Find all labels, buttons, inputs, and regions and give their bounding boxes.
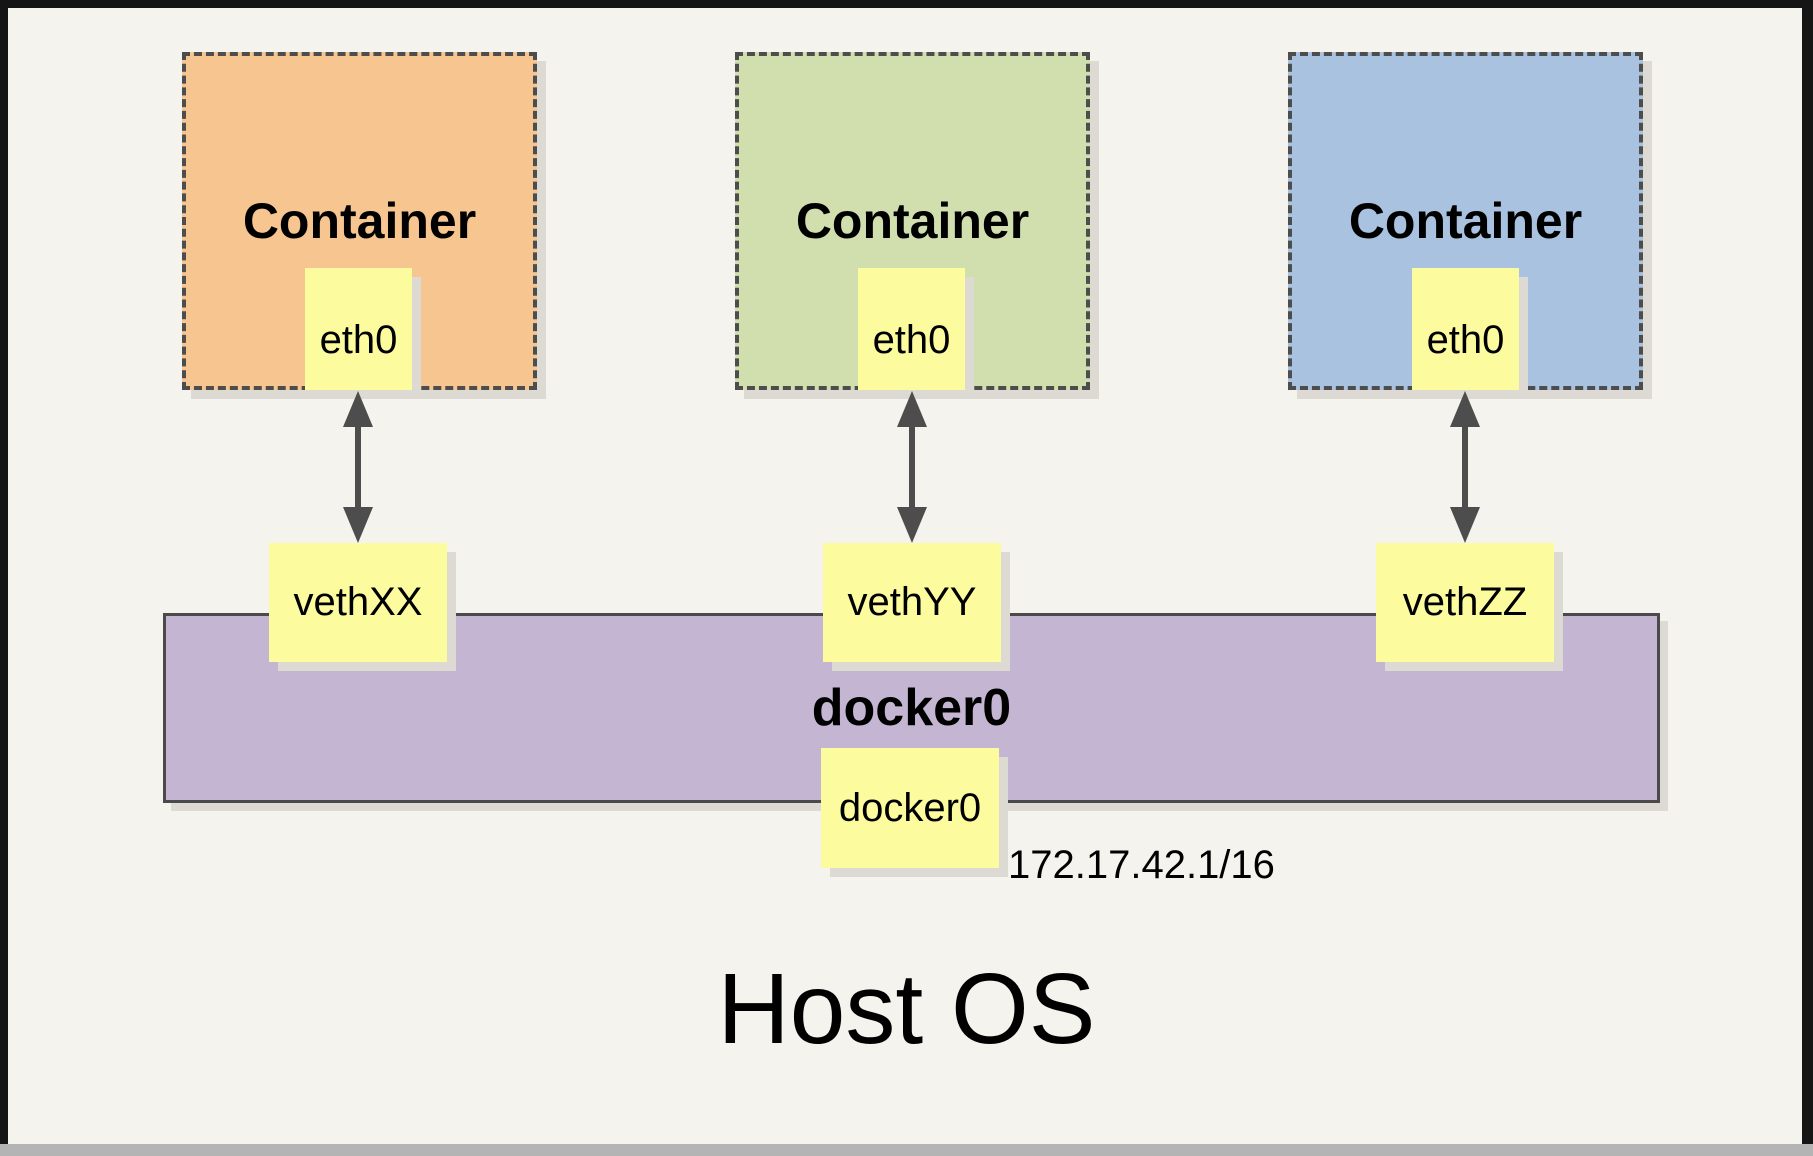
veth-link-arrow-2 (897, 391, 927, 543)
docker0-bridge-label: docker0 (811, 679, 1012, 737)
container-box-1: Container (182, 52, 537, 390)
eth0-label-2: eth0 (872, 317, 951, 362)
eth0-note-1: eth0 (305, 268, 412, 390)
host-os-title: Host OS (717, 953, 1096, 1065)
bridge-ip-label: 172.17.42.1/16 (1008, 843, 1275, 887)
veth-label-1: vethXX (293, 580, 423, 624)
container-label-1: Container (242, 193, 477, 249)
frame-bottom-shadow (0, 1144, 1813, 1156)
eth0-label-1: eth0 (319, 317, 398, 362)
eth0-note-2: eth0 (858, 268, 965, 390)
veth-note-1: vethXX (269, 543, 447, 662)
container-label-2: Container (795, 193, 1030, 249)
eth0-note-3: eth0 (1412, 268, 1519, 390)
container-label-3: Container (1348, 193, 1583, 249)
veth-label-2: vethYY (847, 580, 977, 624)
docker0-interface-note: docker0 (821, 748, 999, 868)
docker0-interface-label: docker0 (838, 785, 982, 830)
eth0-label-3: eth0 (1426, 317, 1505, 362)
veth-link-arrow-3 (1450, 391, 1480, 543)
veth-link-arrow-1 (343, 391, 373, 543)
veth-note-3: vethZZ (1376, 543, 1554, 662)
veth-label-3: vethZZ (1402, 580, 1528, 624)
veth-note-2: vethYY (823, 543, 1001, 662)
